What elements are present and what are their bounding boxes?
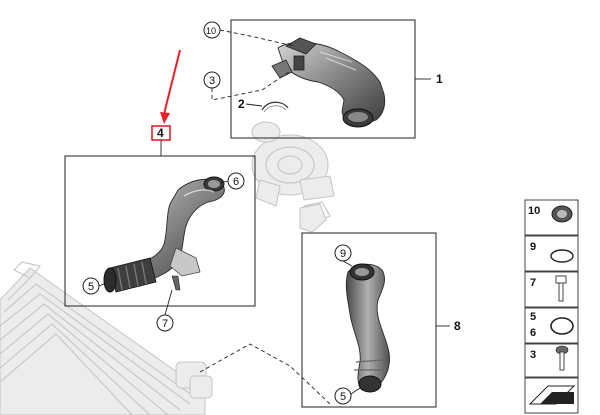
svg-text:7: 7 bbox=[530, 277, 536, 289]
svg-text:10: 10 bbox=[528, 205, 540, 217]
turbocharger-ghost bbox=[251, 121, 335, 233]
callout-1[interactable]: 1 bbox=[436, 72, 443, 86]
svg-text:3: 3 bbox=[530, 349, 536, 361]
svg-text:10: 10 bbox=[206, 26, 216, 36]
legend-row-7[interactable]: 7 bbox=[524, 271, 579, 308]
o-ring-icon bbox=[550, 249, 574, 263]
legend-row-symbol bbox=[524, 377, 579, 414]
ring-seal-icon bbox=[550, 317, 574, 335]
svg-text:9: 9 bbox=[530, 241, 536, 253]
legend-row-9[interactable]: 9 bbox=[524, 235, 579, 272]
charge-hose-part bbox=[103, 176, 225, 293]
callout-4[interactable]: 4 bbox=[157, 126, 164, 140]
callout-6[interactable]: 6 bbox=[227, 172, 245, 190]
svg-text:3: 3 bbox=[209, 75, 215, 87]
bolt-icon bbox=[555, 275, 567, 302]
legend-row-3[interactable]: 3 bbox=[524, 343, 579, 378]
svg-text:7: 7 bbox=[162, 318, 168, 330]
legend-row-5-6[interactable]: 5 6 bbox=[524, 307, 579, 344]
callout-10[interactable]: 10 bbox=[203, 21, 221, 39]
group-box-8 bbox=[301, 232, 437, 408]
svg-text:5: 5 bbox=[530, 311, 536, 323]
group-box-4 bbox=[64, 155, 256, 307]
screw-icon bbox=[555, 345, 569, 371]
intake-duct-part bbox=[271, 37, 386, 128]
spring-clip-part bbox=[261, 101, 289, 113]
callout-8[interactable]: 8 bbox=[454, 319, 461, 333]
callout-3[interactable]: 3 bbox=[203, 71, 221, 89]
callout-7[interactable]: 7 bbox=[156, 314, 174, 332]
svg-text:6: 6 bbox=[233, 176, 239, 188]
callout-5-left[interactable]: 5 bbox=[82, 277, 100, 295]
lower-hose-part bbox=[345, 263, 390, 393]
callout-5-lower[interactable]: 5 bbox=[334, 387, 352, 405]
legend-row-10[interactable]: 10 bbox=[524, 199, 579, 236]
adapter-icon bbox=[551, 205, 573, 223]
svg-text:6: 6 bbox=[530, 327, 536, 339]
svg-text:9: 9 bbox=[340, 248, 346, 260]
svg-text:5: 5 bbox=[88, 281, 94, 293]
intercooler-ghost bbox=[0, 261, 213, 415]
callout-9[interactable]: 9 bbox=[334, 244, 352, 262]
svg-text:5: 5 bbox=[340, 391, 346, 403]
highlight-arrow bbox=[160, 49, 181, 124]
legend-panel: 10 9 7 5 6 bbox=[524, 199, 579, 414]
callout-2[interactable]: 2 bbox=[238, 97, 245, 111]
diagram-symbol-icon bbox=[528, 385, 576, 405]
